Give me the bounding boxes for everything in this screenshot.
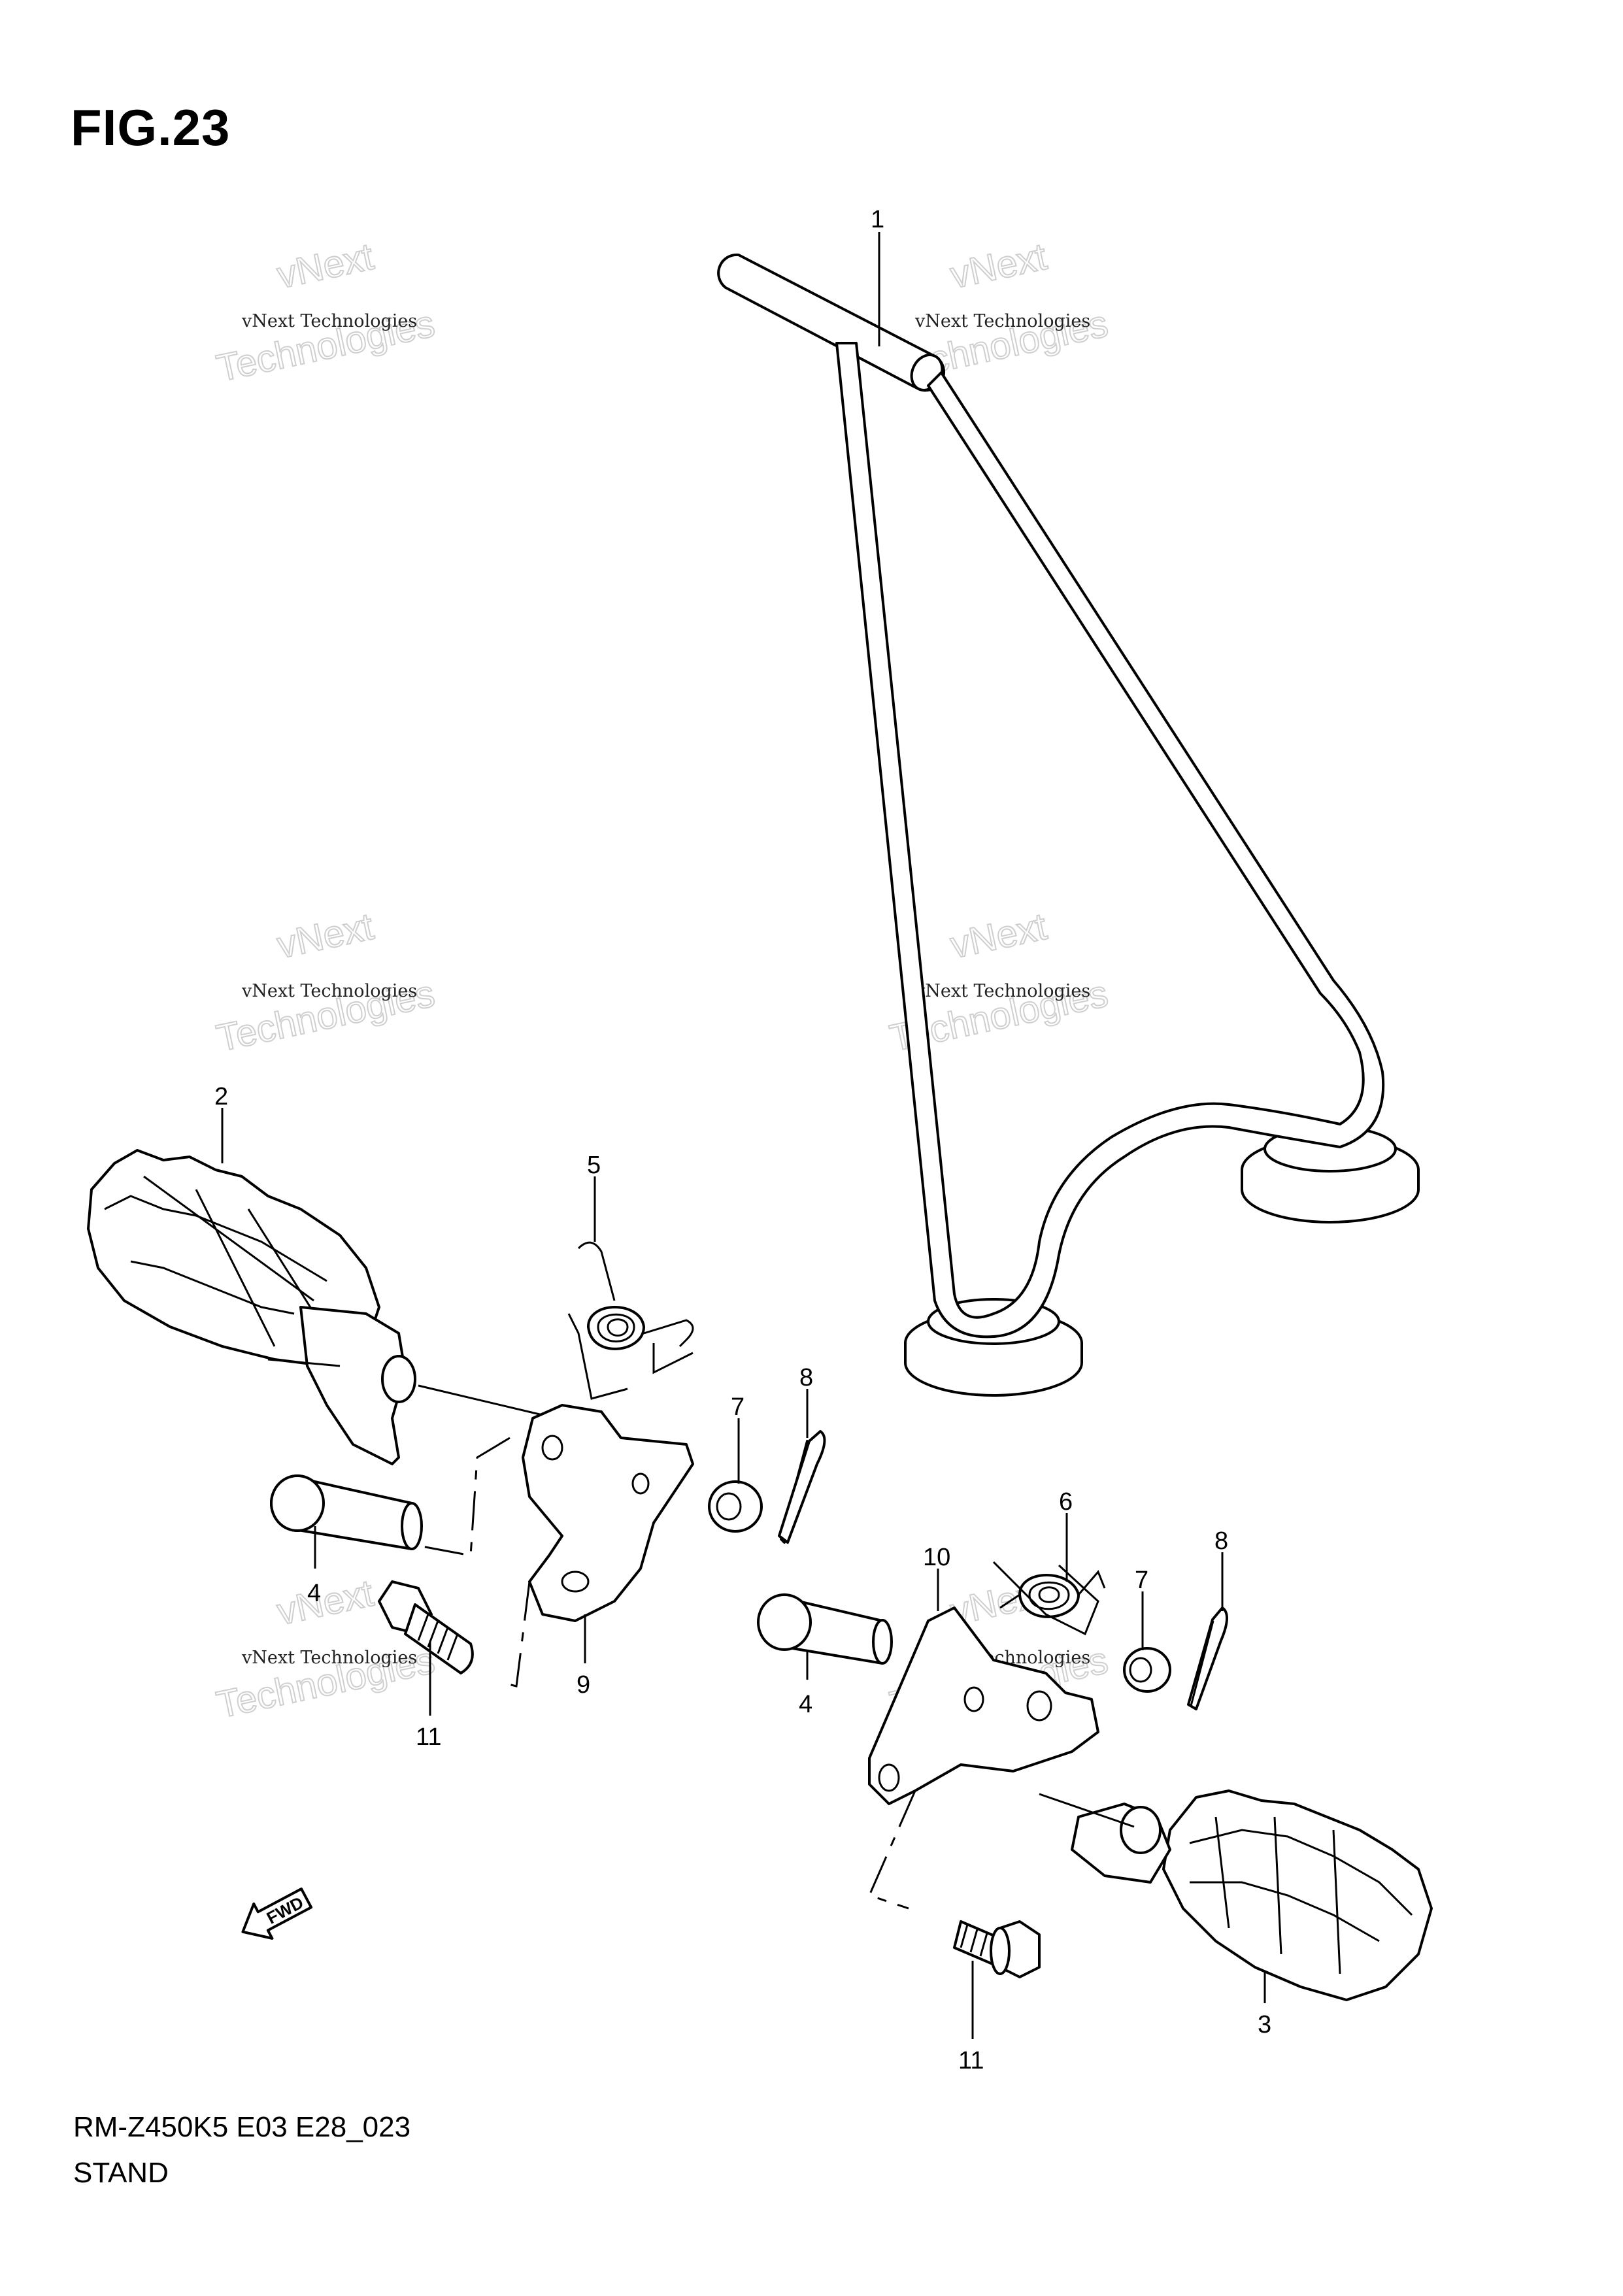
callout-6: 6 bbox=[1059, 1488, 1073, 1516]
callout-5: 5 bbox=[587, 1152, 601, 1179]
cotter-pin-part-8-right bbox=[1187, 1606, 1228, 1710]
svg-text:vNext Technologies: vNext Technologies bbox=[241, 1648, 417, 1668]
bracket-right-part-10 bbox=[867, 1606, 1099, 1910]
washer-part-7-left bbox=[708, 1480, 763, 1533]
spring-part-5 bbox=[567, 1241, 694, 1400]
callout-4-left: 4 bbox=[307, 1580, 321, 1607]
leader-lines bbox=[221, 232, 1266, 2039]
bolt-part-11-right bbox=[953, 1920, 1041, 1978]
diagram-code: RM-Z450K5 E03 E28_023 bbox=[73, 2111, 411, 2143]
callout-11-left: 11 bbox=[416, 1723, 441, 1751]
svg-text:vNext Technologies: vNext Technologies bbox=[914, 981, 1090, 1001]
figure-title: FIG.23 bbox=[71, 99, 231, 156]
callout-1: 1 bbox=[871, 206, 884, 233]
bracket-left-part-9 bbox=[418, 1404, 694, 1688]
watermark-line: vNext Technologies bbox=[241, 311, 417, 331]
cotter-pin-part-8-left bbox=[778, 1430, 826, 1544]
callout-4-right: 4 bbox=[799, 1691, 812, 1718]
callout-7-right: 7 bbox=[1135, 1567, 1148, 1594]
bolt-part-11-left bbox=[378, 1580, 474, 1674]
pin-part-4-right bbox=[757, 1593, 893, 1665]
footrest-left-part-2 bbox=[87, 1149, 543, 1465]
svg-text:vNext: vNext bbox=[946, 235, 1050, 297]
callout-10: 10 bbox=[923, 1544, 950, 1571]
callouts: 1 2 3 4 4 5 6 7 7 8 8 9 10 11 11 bbox=[214, 206, 1271, 2074]
fwd-arrow: FWD bbox=[241, 1888, 313, 1940]
svg-text:vNext: vNext bbox=[946, 905, 1050, 967]
callout-8-left: 8 bbox=[799, 1364, 813, 1391]
washer-part-7-right bbox=[1123, 1647, 1171, 1693]
svg-text:vNext: vNext bbox=[273, 905, 377, 967]
stand-part-1 bbox=[717, 253, 1420, 1397]
pin-part-4-left bbox=[270, 1474, 423, 1550]
footrest-right-part-3 bbox=[1039, 1789, 1433, 2001]
callout-3: 3 bbox=[1258, 2011, 1271, 2038]
callout-7-left: 7 bbox=[731, 1393, 745, 1421]
watermark: vNext Technologies vNext Technologies bbox=[212, 905, 439, 1061]
callout-8-right: 8 bbox=[1214, 1527, 1228, 1555]
watermark: vNext Technologies vNext Technologies bbox=[886, 235, 1113, 391]
svg-text:vNext Technologies: vNext Technologies bbox=[914, 311, 1090, 331]
diagram-name: STAND bbox=[73, 2157, 169, 2189]
callout-9: 9 bbox=[577, 1671, 590, 1699]
callout-2: 2 bbox=[214, 1083, 228, 1110]
watermark-big1: vNext bbox=[273, 235, 377, 297]
svg-text:vNext: vNext bbox=[273, 1572, 377, 1633]
watermark: vNext Technologies vNext Technologies bbox=[212, 235, 439, 391]
spring-part-6 bbox=[992, 1561, 1106, 1636]
svg-text:vNext Technologies: vNext Technologies bbox=[241, 981, 417, 1001]
callout-11-right: 11 bbox=[958, 2047, 984, 2074]
